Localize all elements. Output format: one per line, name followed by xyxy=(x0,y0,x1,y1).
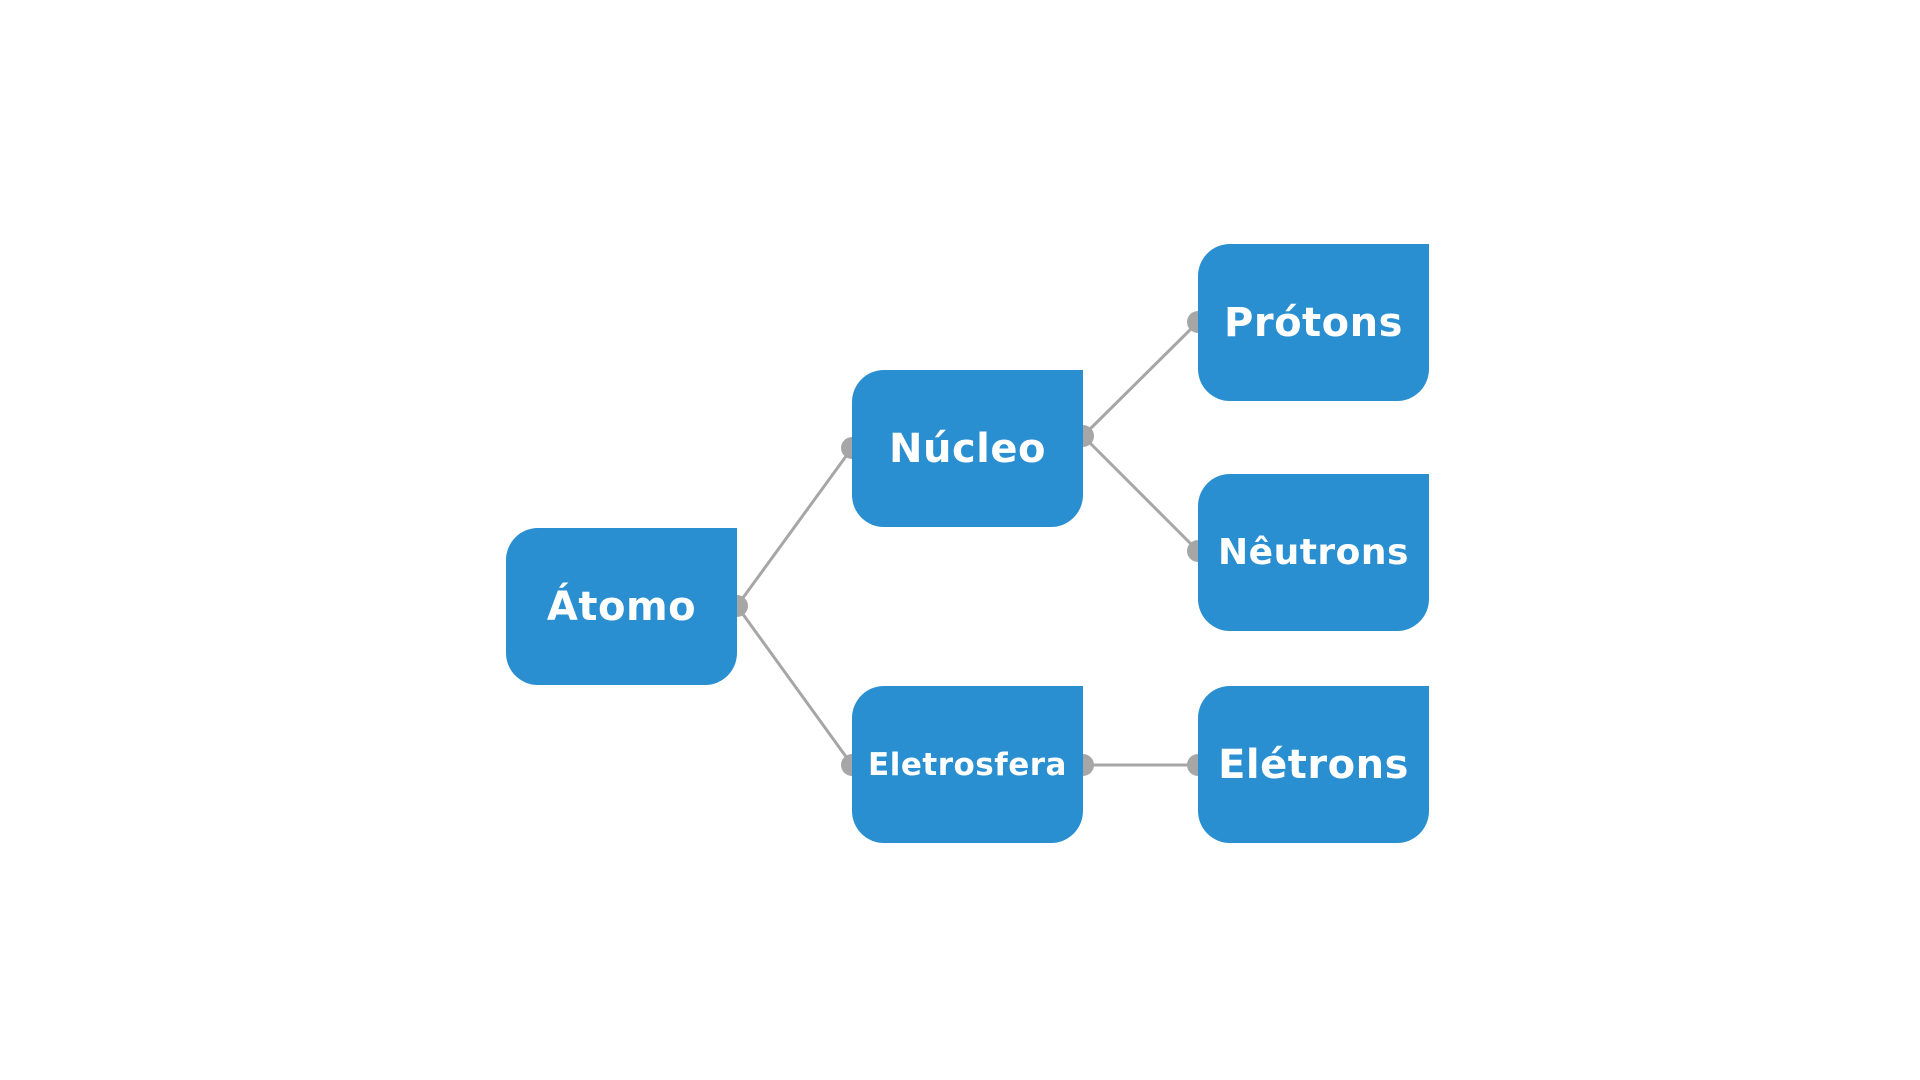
node-atomo: Átomo xyxy=(506,528,737,685)
node-label-atomo: Átomo xyxy=(546,583,697,630)
node-eletrosfera: Eletrosfera xyxy=(852,686,1083,843)
node-label-eletrons: Elétrons xyxy=(1218,741,1409,788)
node-eletrons: Elétrons xyxy=(1198,686,1429,843)
node-label-neutrons: Nêutrons xyxy=(1218,532,1409,573)
edge-atomo-nucleo xyxy=(735,447,854,607)
edge-nucleo-protons xyxy=(1081,320,1200,438)
node-label-nucleo: Núcleo xyxy=(889,425,1046,472)
node-label-eletrosfera: Eletrosfera xyxy=(868,746,1067,783)
node-neutrons: Nêutrons xyxy=(1198,474,1429,631)
edge-nucleo-neutrons xyxy=(1081,434,1200,553)
node-nucleo: Núcleo xyxy=(852,370,1083,527)
node-label-protons: Prótons xyxy=(1224,299,1403,346)
node-protons: Prótons xyxy=(1198,244,1429,401)
edge-atomo-eletrosfera xyxy=(735,605,854,766)
